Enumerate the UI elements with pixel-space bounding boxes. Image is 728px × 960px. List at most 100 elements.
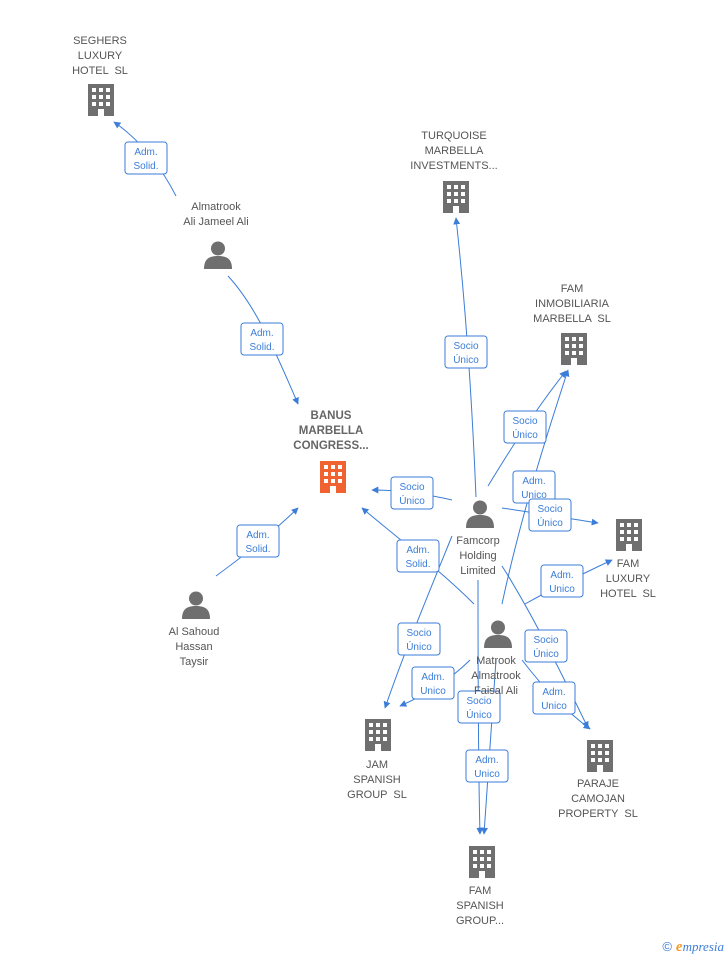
edge-label-box (397, 622, 441, 656)
node-label-line: JAM (366, 759, 388, 771)
edge-label-matrook-banus[interactable]: Adm. Solid. (396, 539, 440, 573)
copyright-symbol: © (662, 939, 672, 954)
node-label-line: FAM (561, 283, 584, 295)
node-label-line: BANUS (311, 410, 352, 422)
person-icon (204, 241, 232, 269)
edge-label-box (524, 629, 568, 663)
edge-label-box (396, 539, 440, 573)
node-label-line: TURQUOISE (421, 130, 486, 142)
edge-label-box (411, 666, 455, 700)
node-label-line: FAM (469, 885, 492, 897)
node-label-line: GROUP... (456, 915, 504, 927)
edge-label-text: Único (399, 494, 425, 507)
node-label-line: Faisal Ali (474, 685, 518, 697)
node-label-line: SEGHERS (73, 35, 127, 47)
edge-label-text: Socio (533, 635, 558, 646)
edge-label-almatrook-banus[interactable]: Adm. Solid. (240, 322, 284, 356)
edge-label-matrook-faminmob[interactable]: Adm. Unico (512, 470, 556, 504)
node-label-line: PROPERTY SL (558, 808, 638, 820)
node-fam-spanish[interactable]: FAM SPANISH GROUP... (456, 846, 504, 927)
node-label-line: Taysir (180, 656, 209, 668)
node-label-line: MARBELLA (425, 145, 484, 157)
node-label-line: SPANISH (353, 774, 401, 786)
building-icon (443, 181, 469, 213)
node-label-line: MARBELLA (299, 425, 364, 437)
node-label-line: Holding (459, 550, 496, 562)
edge-label-box (390, 476, 434, 510)
edge-label-text: Adm. (246, 530, 269, 541)
edge-label-box (236, 524, 280, 558)
node-label-line: MARBELLA SL (533, 313, 611, 325)
edge-label-text: Adm. (406, 545, 429, 556)
node-label-line: Almatrook (191, 201, 241, 213)
edge-label-text: Solid. (245, 544, 270, 555)
edge-label-text: Socio (537, 504, 562, 515)
edge-label-text: Único (466, 708, 492, 721)
edge-label-text: Unico (521, 490, 547, 501)
edge-label-box (240, 322, 284, 356)
person-icon (466, 500, 494, 528)
node-label-line: INVESTMENTS... (410, 160, 497, 172)
building-icon (88, 84, 114, 116)
focus-building-icon (320, 461, 346, 493)
edge-label-box (528, 498, 572, 532)
edge-label-text: Unico (474, 769, 500, 780)
edge-label-text: Único (406, 640, 432, 653)
person-icon (484, 620, 512, 648)
edge-label-text: Adm. (250, 328, 273, 339)
edge-label-matrook-famluxury[interactable]: Adm.Unico (540, 564, 584, 598)
edge-label-text: Solid. (249, 342, 274, 353)
node-label-line: HOTEL SL (600, 588, 656, 600)
edge-label-matrook-jam[interactable]: Adm.Unico (411, 666, 455, 700)
edge-label-text: Unico (420, 686, 446, 697)
node-label-line: CONGRESS... (293, 440, 368, 452)
node-label-line: SPANISH (456, 900, 504, 912)
edge-label-box (124, 141, 168, 175)
edge-label-almatrook-seghers[interactable]: Adm.Solid. (124, 141, 168, 175)
edge-label-text: Solid. (133, 161, 158, 172)
node-jam[interactable]: JAM SPANISH GROUP SL (347, 719, 407, 801)
node-banus[interactable]: BANUS MARBELLA CONGRESS... (293, 410, 369, 493)
edge-label-text: Socio (399, 482, 424, 493)
edge-label-alsahoud-banus[interactable]: Adm. Solid. (236, 524, 280, 558)
node-label-line: Ali Jameel Ali (183, 216, 248, 228)
edge-label-box (457, 690, 501, 724)
edge-label-box (444, 335, 488, 369)
node-label-line: Famcorp (456, 535, 499, 547)
edge-label-text: Único (537, 516, 563, 529)
node-label-line: GROUP SL (347, 789, 407, 801)
edge-label-text: Adm. (522, 476, 545, 487)
node-turquoise[interactable]: TURQUOISE MARBELLA INVESTMENTS... (410, 130, 498, 213)
building-icon (561, 333, 587, 365)
edge-label-text: Socio (512, 416, 537, 427)
edge-label-box (540, 564, 584, 598)
edge-line-matrook-famspanish (480, 659, 497, 835)
brand-name: mpresia (682, 939, 724, 954)
brand-initial: e (675, 939, 683, 955)
edge-label-text: Único (453, 353, 479, 366)
building-icon (469, 846, 495, 878)
edge-label-matrook-famspanish[interactable]: Adm. Unico (465, 749, 509, 783)
node-label-line: Hassan (175, 641, 212, 653)
edge-label-matrook-paraje[interactable]: Adm.Unico (532, 681, 576, 715)
edge-label-text: Adm. (475, 755, 498, 766)
node-label-line: Almatrook (471, 670, 521, 682)
node-label-line: FAM (617, 558, 640, 570)
edge-label-text: Solid. (405, 559, 430, 570)
